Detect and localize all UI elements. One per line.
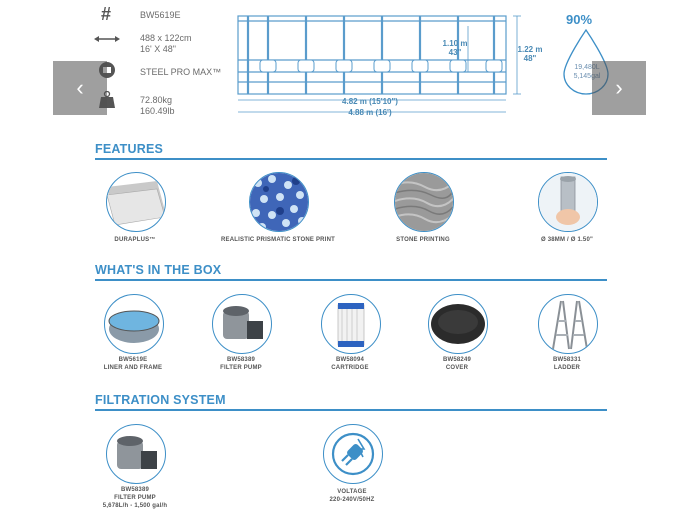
- outer-width-label: 4.88 m (16'): [348, 108, 392, 117]
- feature-label: DURAPLUS™: [114, 237, 156, 243]
- box-item-code: BW58249: [442, 357, 472, 363]
- box-item-label: LADDER: [553, 365, 581, 371]
- inner-width-label: 4.82 m (15'10"): [342, 97, 398, 106]
- prev-image-button[interactable]: ‹: [53, 61, 107, 115]
- duraplus-image: [106, 172, 166, 232]
- box-item-label: FILTER PUMP: [220, 365, 262, 371]
- feature-label: STONE PRINTING: [396, 237, 450, 243]
- weight-kg: 72.80kg: [140, 95, 173, 105]
- box-item-label: LINER AND FRAME: [103, 365, 163, 371]
- capacity-gallons: 5,145gal: [573, 73, 601, 80]
- weight-lb: 160.49lb: [140, 106, 175, 116]
- filtration-pump-label: FILTER PUMP: [114, 495, 156, 501]
- box-item-code: BW58331: [552, 357, 582, 363]
- box-title: WHAT'S IN THE BOX: [95, 263, 222, 277]
- next-image-button[interactable]: ›: [592, 61, 646, 115]
- voltage-label: VOLTAGE: [337, 489, 367, 495]
- filtration-title: FILTRATION SYSTEM: [95, 393, 226, 407]
- double-arrow-icon: [94, 36, 120, 42]
- features-title: FEATURES: [95, 142, 164, 156]
- water-drop-icon: [563, 28, 609, 95]
- box-item-code: BW5619E: [118, 357, 148, 363]
- model-code: BW5619E: [140, 10, 181, 20]
- filtration-pump-rate: 5,678L/h - 1,500 gal/h: [102, 503, 168, 509]
- filter-pump-image: [212, 294, 272, 354]
- features-divider: [95, 158, 607, 160]
- prismatic-stone-image: [249, 172, 309, 232]
- capacity-liters: 19,480L: [574, 64, 600, 71]
- box-item-label: COVER: [445, 365, 469, 371]
- pool-frame-diagram: [237, 15, 507, 113]
- box-item-code: BW58094: [335, 357, 365, 363]
- filtration-pump-code: BW58389: [120, 487, 150, 493]
- size-imperial: 16' X 48": [140, 44, 176, 54]
- height-dimension-line: [513, 15, 521, 95]
- cover-image: [428, 294, 488, 354]
- liner-frame-image: [104, 294, 164, 354]
- total-height-label: 1.22 m: [517, 45, 543, 54]
- box-item-code: BW58389: [226, 357, 256, 363]
- fill-percent: 90%: [566, 12, 593, 27]
- cartridge-image: [321, 294, 381, 354]
- voltage-plug-icon: [323, 424, 383, 484]
- ladder-image: [538, 294, 598, 354]
- hash-icon: #: [100, 4, 111, 24]
- size-metric: 488 x 122cm: [140, 33, 192, 43]
- feature-label: Ø 38MM / Ø 1.50": [540, 237, 594, 243]
- voltage-value: 220-240V/50HZ: [329, 497, 375, 503]
- total-height-ft-label: 48": [523, 54, 537, 63]
- stone-printing-image: [394, 172, 454, 232]
- frame-tube-image: [538, 172, 598, 232]
- inner-height-ft-label: 43": [448, 48, 462, 57]
- inner-height-label: 1.10 m: [442, 39, 468, 48]
- filtration-pump-image: [106, 424, 166, 484]
- filtration-divider: [95, 409, 607, 411]
- feature-label: REALISTIC PRISMATIC STONE PRINT: [221, 237, 335, 243]
- box-item-label: CARTRIDGE: [331, 365, 369, 371]
- frame-type: STEEL PRO MAX™: [140, 67, 222, 77]
- box-divider: [95, 279, 607, 281]
